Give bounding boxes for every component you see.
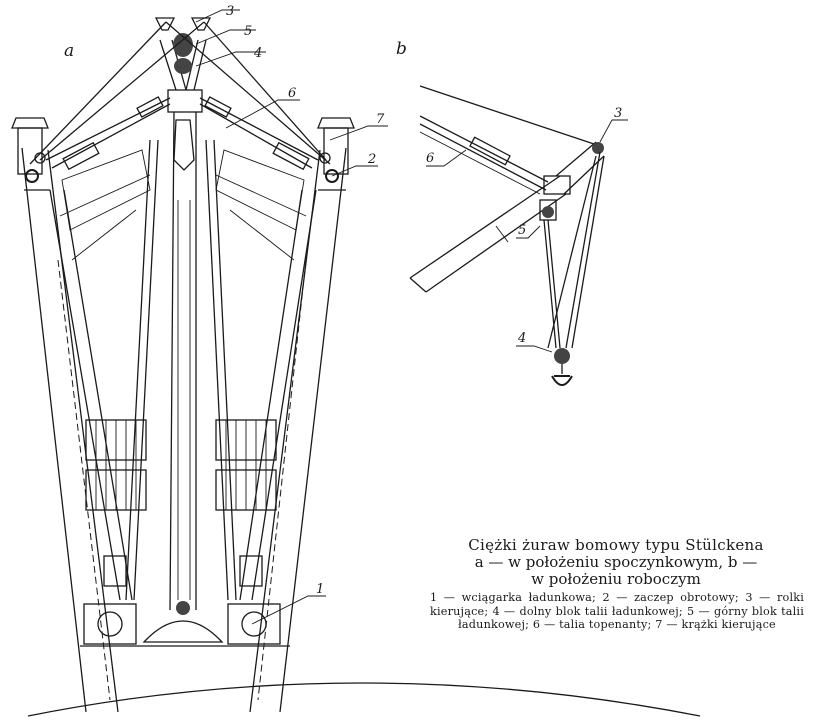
callout-a-7: 7 bbox=[376, 112, 385, 127]
panel-a-drawing bbox=[11, 17, 701, 717]
caption-subtitle-b: w położeniu roboczym bbox=[531, 569, 701, 588]
callout-b-6: 6 bbox=[426, 151, 434, 166]
callout-b-4: 4 bbox=[517, 331, 526, 346]
callout-b-3: 3 bbox=[614, 106, 622, 121]
panel-b-callouts bbox=[426, 119, 628, 353]
panel-b-drawing bbox=[409, 85, 605, 386]
callout-b-5: 5 bbox=[518, 223, 526, 238]
caption-subtitle-a: a — w położeniu spoczynkowym, b — bbox=[474, 552, 758, 571]
panel-a-label: a bbox=[64, 41, 74, 61]
panel-a-callouts bbox=[195, 9, 388, 625]
callout-a-2: 2 bbox=[367, 152, 376, 167]
caption-title: Ciężki żuraw bomowy typu Stülckena bbox=[468, 536, 764, 554]
callout-a-5: 5 bbox=[244, 24, 252, 39]
figure-caption: Ciężki żuraw bomowy typu Stülckena a — w… bbox=[420, 537, 812, 631]
panel-b-label: b bbox=[396, 39, 407, 59]
callout-a-4: 4 bbox=[253, 46, 262, 61]
caption-legend: 1 — wciągarka ładunkowa; 2 — zaczep obro… bbox=[430, 591, 804, 631]
callout-a-3: 3 bbox=[226, 4, 234, 19]
callout-a-6: 6 bbox=[288, 86, 296, 101]
callout-a-1: 1 bbox=[316, 582, 324, 597]
